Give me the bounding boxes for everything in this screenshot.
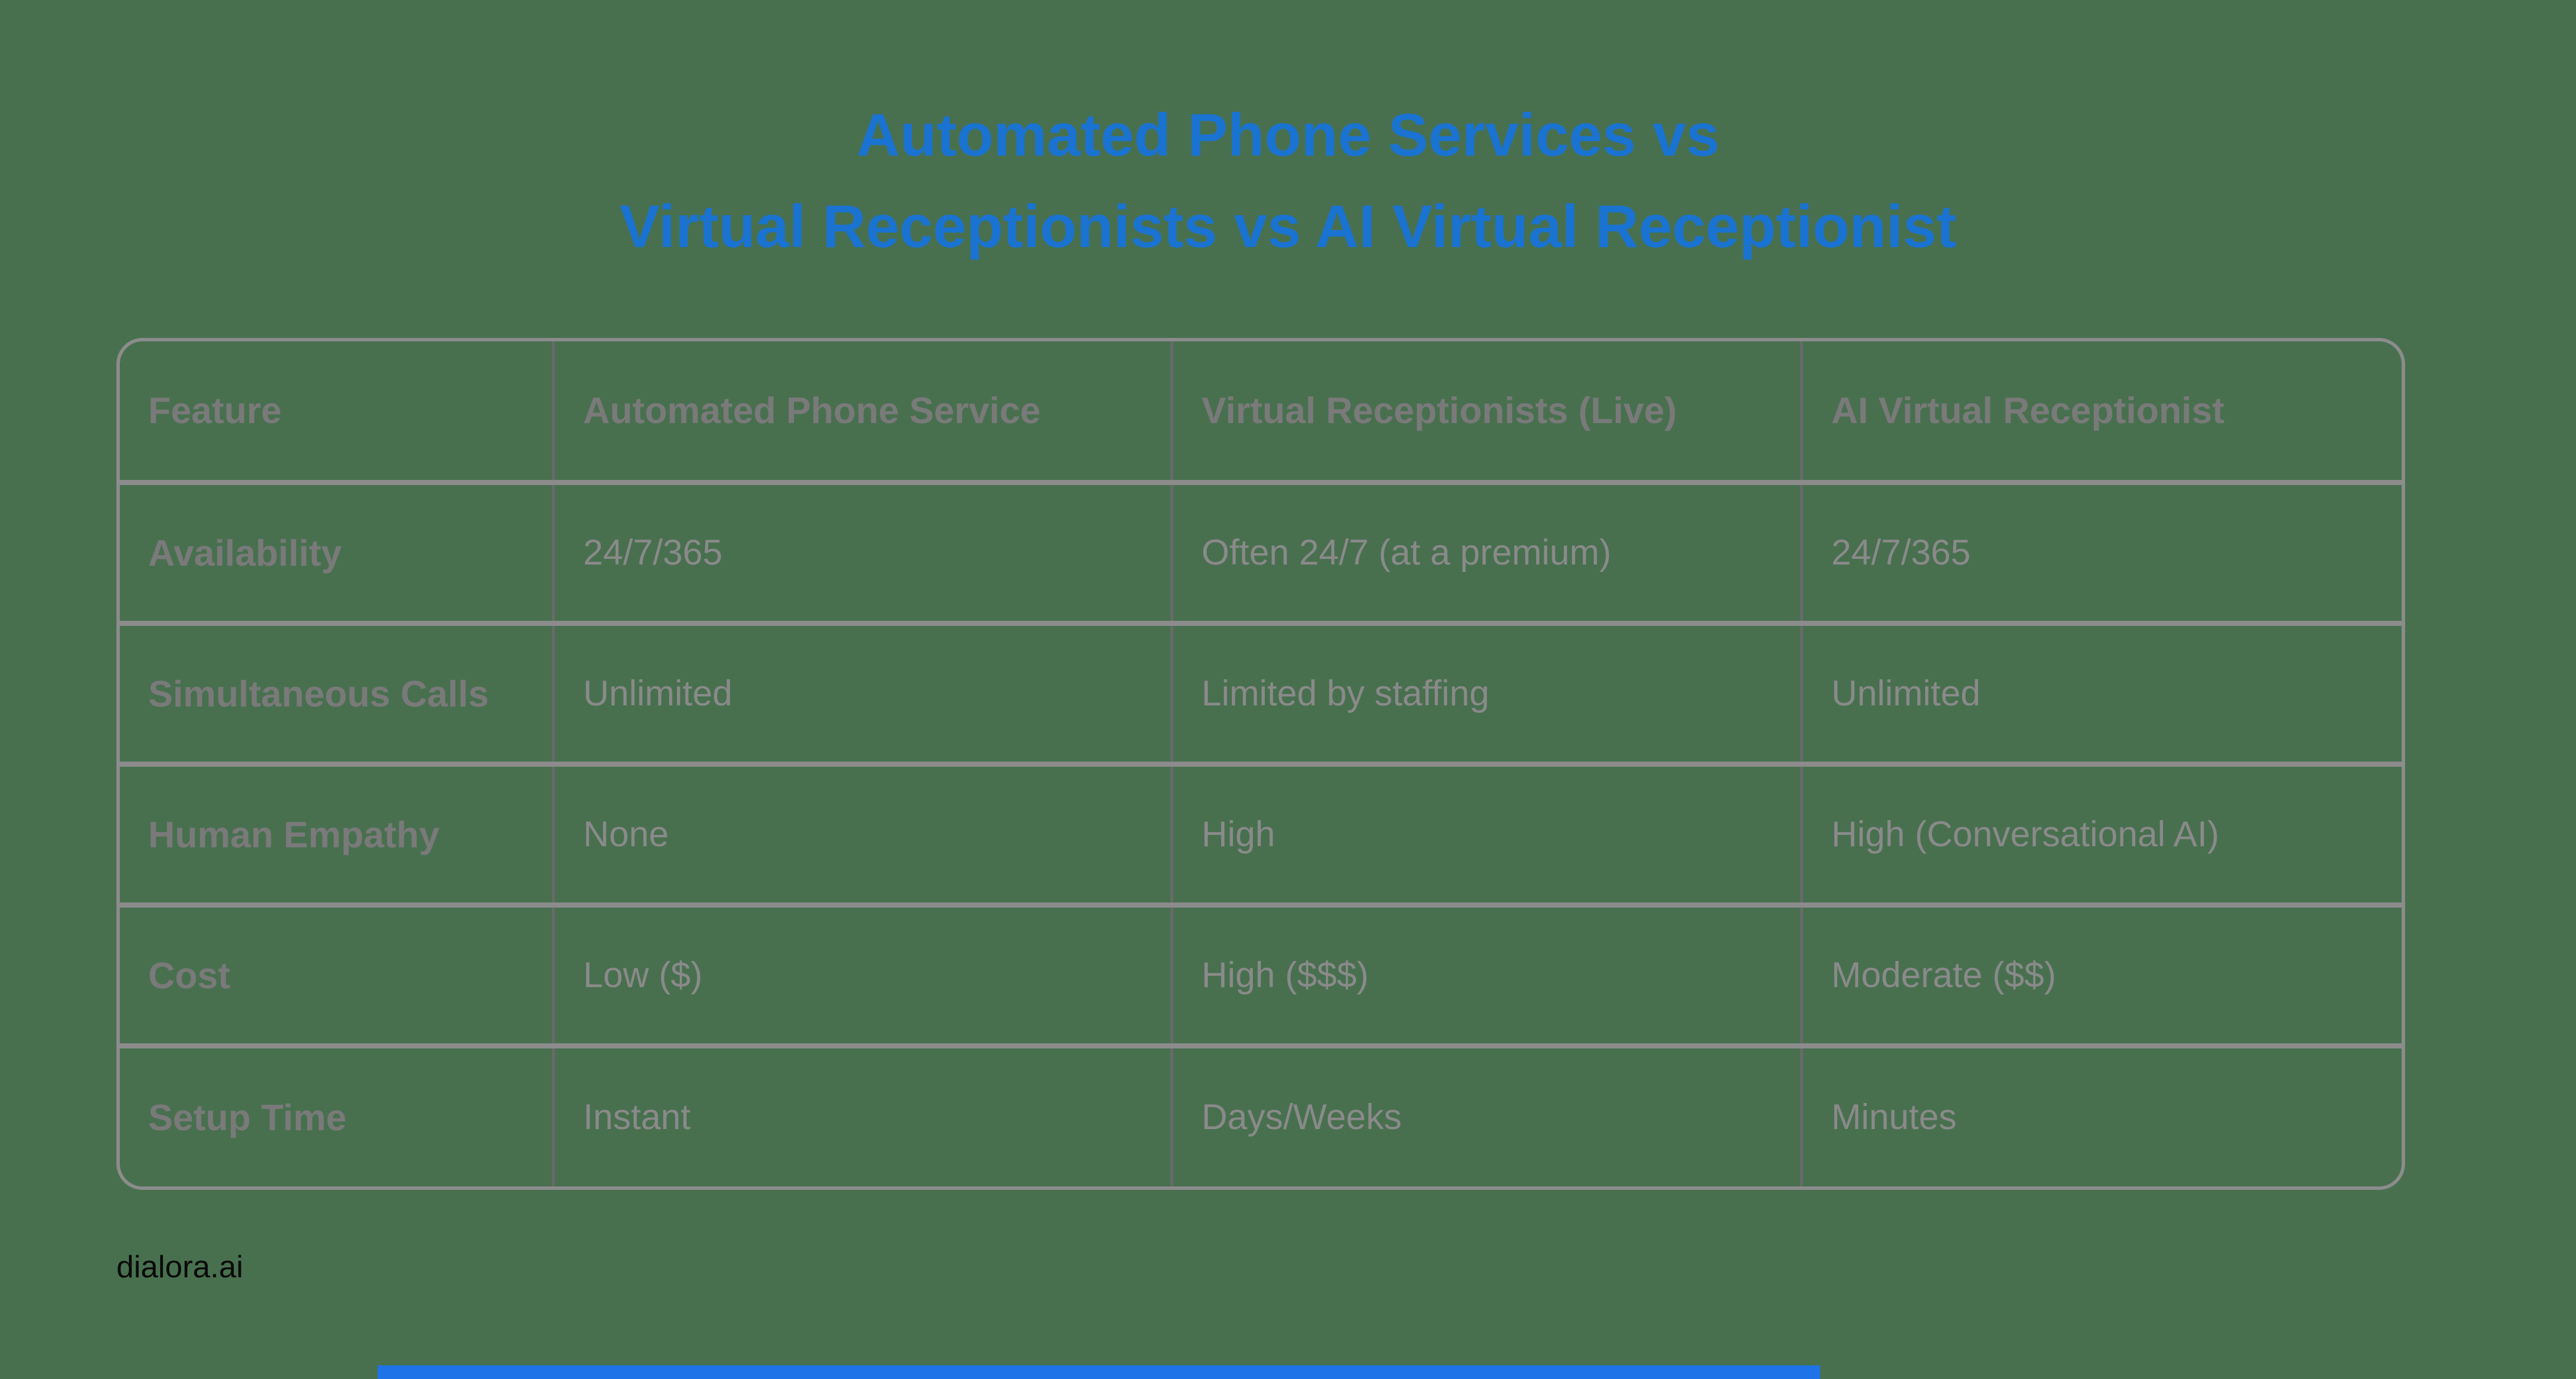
table-row: Setup Time Instant Days/Weeks Minutes (120, 1046, 2402, 1186)
value-cell: 24/7/365 (553, 482, 1173, 626)
feature-cell: Cost (120, 905, 555, 1048)
value-cell: Minutes (1831, 1097, 1957, 1138)
page-title-line1: Automated Phone Services vs (856, 102, 1720, 169)
feature-cell: Simultaneous Calls (120, 623, 555, 767)
value-cell: Limited by staffing (1172, 623, 1803, 767)
table-row: Availability 24/7/365 Often 24/7 (at a p… (120, 482, 2402, 626)
table-header-row: Feature Automated Phone Service Virtual … (120, 341, 2402, 485)
header-cell-automated-phone-service: Automated Phone Service (553, 341, 1173, 485)
table-row: Simultaneous Calls Unlimited Limited by … (120, 623, 2402, 767)
value-cell: 24/7/365 (1801, 482, 2402, 626)
feature-cell: Setup Time (120, 1046, 555, 1186)
page-title-line2: Virtual Receptionists vs AI Virtual Rece… (619, 193, 1957, 261)
page-title: Automated Phone Services vs Virtual Rece… (0, 90, 2576, 273)
table-row: Human Empathy None High High (Conversati… (120, 764, 2402, 908)
value-cell: Moderate ($$) (1801, 905, 2402, 1048)
value-cell: Often 24/7 (at a premium) (1172, 482, 1803, 626)
value-cell: High ($$$) (1172, 905, 1803, 1048)
value-cell: High (Conversational AI) (1801, 764, 2402, 908)
comparison-table: Feature Automated Phone Service Virtual … (120, 341, 2402, 1186)
value-cell: None (553, 764, 1173, 908)
value-cell: Unlimited (553, 623, 1173, 767)
comparison-table-container: Feature Automated Phone Service Virtual … (116, 338, 2405, 1190)
value-cell: Instant (553, 1046, 1173, 1186)
header-cell-feature: Feature (120, 341, 555, 485)
table-row: Cost Low ($) High ($$$) Moderate ($$) (120, 905, 2402, 1048)
brand-label: dialora.ai (116, 1249, 244, 1284)
value-cell: High (1172, 764, 1803, 908)
header-cell-virtual-receptionists: Virtual Receptionists (Live) (1172, 341, 1803, 485)
value-cell: Days/Weeks (1172, 1046, 1803, 1186)
bottom-accent-bar (378, 1365, 1820, 1379)
value-cell: Low ($) (553, 905, 1173, 1048)
feature-cell: Human Empathy (120, 764, 555, 908)
value-cell: Unlimited (1801, 623, 2402, 767)
feature-cell: Availability (120, 482, 555, 626)
header-cell-ai-virtual-receptionist: AI Virtual Receptionist (1801, 341, 2402, 485)
